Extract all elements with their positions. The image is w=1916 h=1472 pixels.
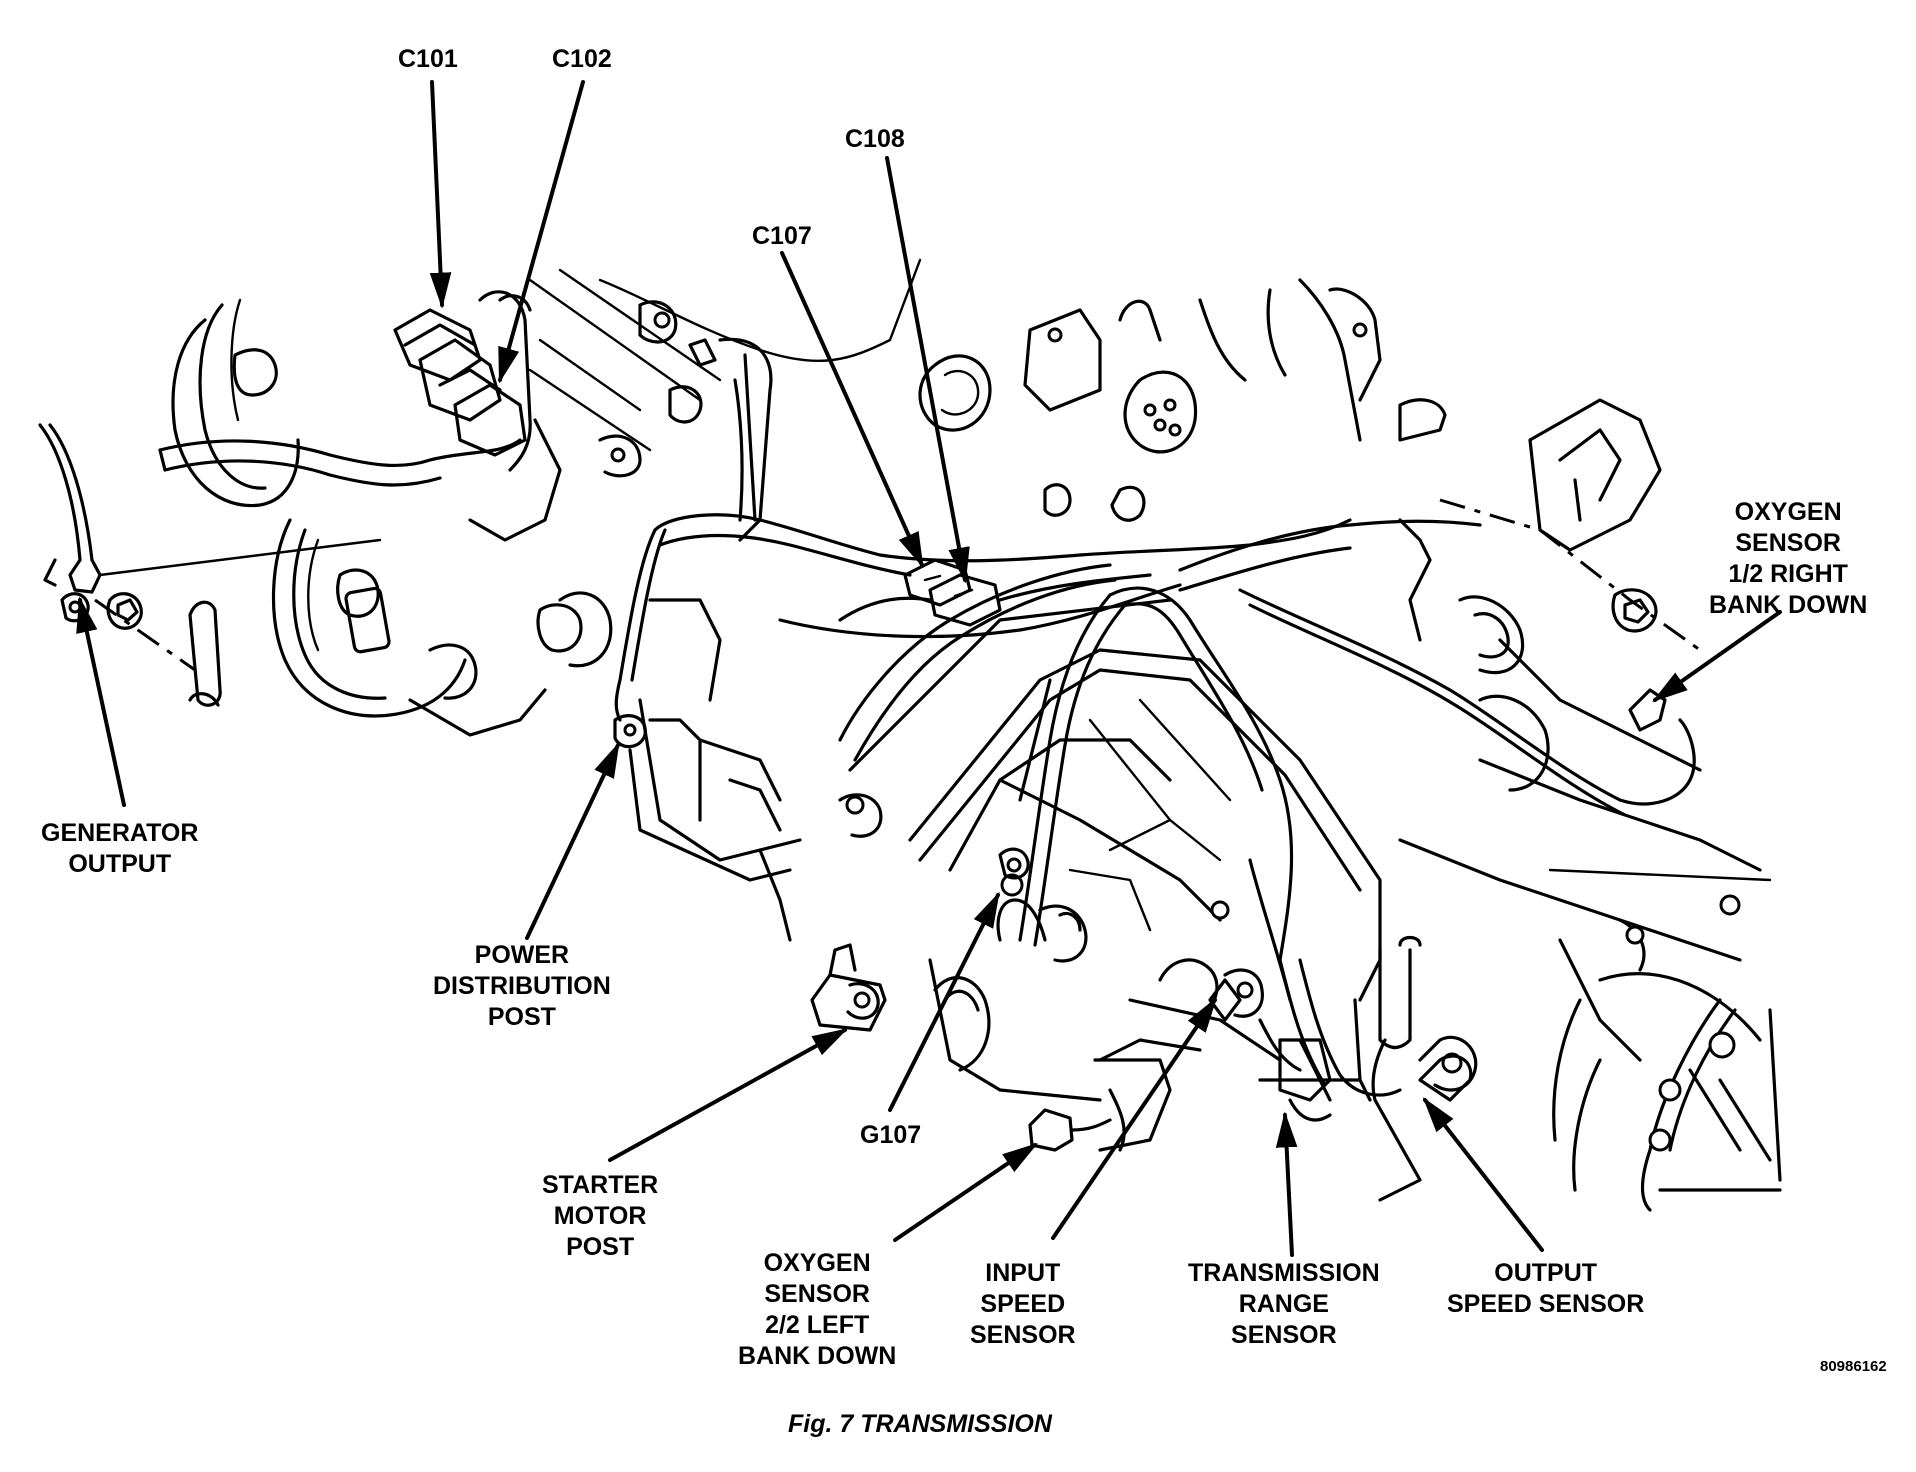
label-oxygen-sensor-right-bank: OXYGEN SENSOR 1/2 RIGHT BANK DOWN [1709, 498, 1868, 619]
leader-c101 [429, 80, 452, 309]
leader-input-speed-sensor [1051, 997, 1218, 1240]
engine-upper-drawing [528, 258, 1447, 542]
leader-output-speed-sensor [1422, 1097, 1544, 1252]
label-c102: C102 [552, 45, 612, 73]
sensor-parts [38, 398, 1667, 1152]
figure-caption: Fig. 7 TRANSMISSION [788, 1410, 1052, 1438]
leader-generator-output [76, 596, 126, 807]
label-power-distribution-post: POWER DISTRIBUTION POST [433, 941, 611, 1031]
wiring-harness [614, 513, 1696, 1097]
generator-drawing [171, 298, 547, 737]
leader-c102 [498, 80, 585, 384]
leader-c107 [780, 251, 924, 569]
label-transmission-range-sensor: TRANSMISSION RANGE SENSOR [1188, 1259, 1380, 1349]
label-g107: G107 [860, 1121, 922, 1149]
label-oxygen-sensor-left-bank: OXYGEN SENSOR 2/2 LEFT BANK DOWN [738, 1249, 897, 1370]
label-c107: C107 [752, 222, 812, 250]
label-input-speed-sensor: INPUT SPEED SENSOR [970, 1259, 1076, 1349]
connector-block-c101-c102 [158, 290, 562, 542]
label-output-speed-sensor: OUTPUT SPEED SENSOR [1447, 1259, 1645, 1318]
label-c101: C101 [398, 45, 458, 73]
transmission-lower [628, 748, 1478, 1202]
leader-g107 [888, 891, 1000, 1112]
transmission-housing [536, 518, 1782, 1212]
leader-o2-left [893, 1142, 1038, 1242]
callout-leaders [76, 80, 1782, 1257]
leader-starter-motor-post [608, 1028, 849, 1162]
leader-transmission-range-sensor [1275, 1111, 1298, 1257]
figure-id: 80986162 [1820, 1358, 1887, 1375]
leader-power-distribution-post [525, 741, 620, 940]
leader-c108 [885, 156, 970, 584]
label-generator-output: GENERATOR OUTPUT [41, 819, 199, 878]
label-starter-motor-post: STARTER MOTOR POST [542, 1171, 659, 1261]
exploded-view-lines [94, 498, 1701, 672]
label-c108: C108 [845, 125, 905, 153]
leader-o2-right [1652, 610, 1782, 703]
